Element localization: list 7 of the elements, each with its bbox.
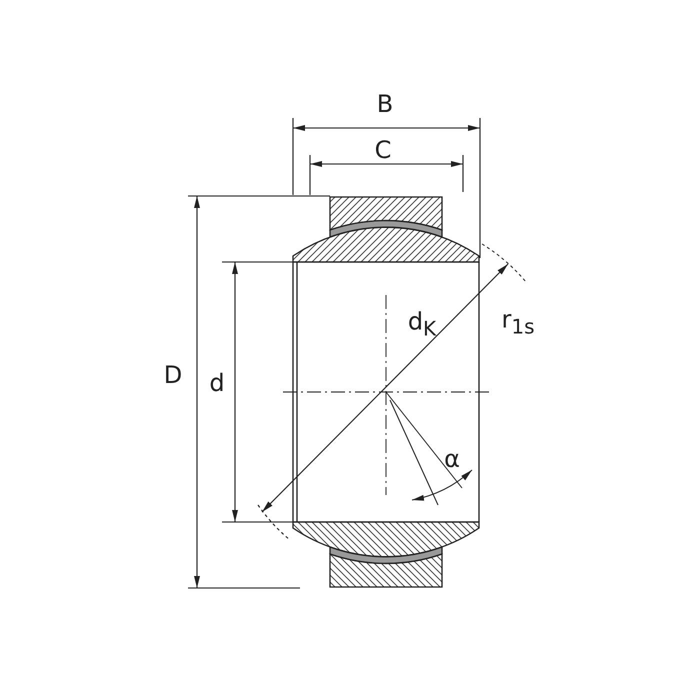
dimension-label: C [374,138,392,162]
dimension-label: B [376,92,394,116]
angle-label: α [444,447,460,471]
dimension-label: d [209,371,225,395]
dimension-label: d$_{K}$ [408,310,436,338]
dimension-label: r$_{1s}$ [501,308,535,336]
dimension-label: D [164,363,182,387]
